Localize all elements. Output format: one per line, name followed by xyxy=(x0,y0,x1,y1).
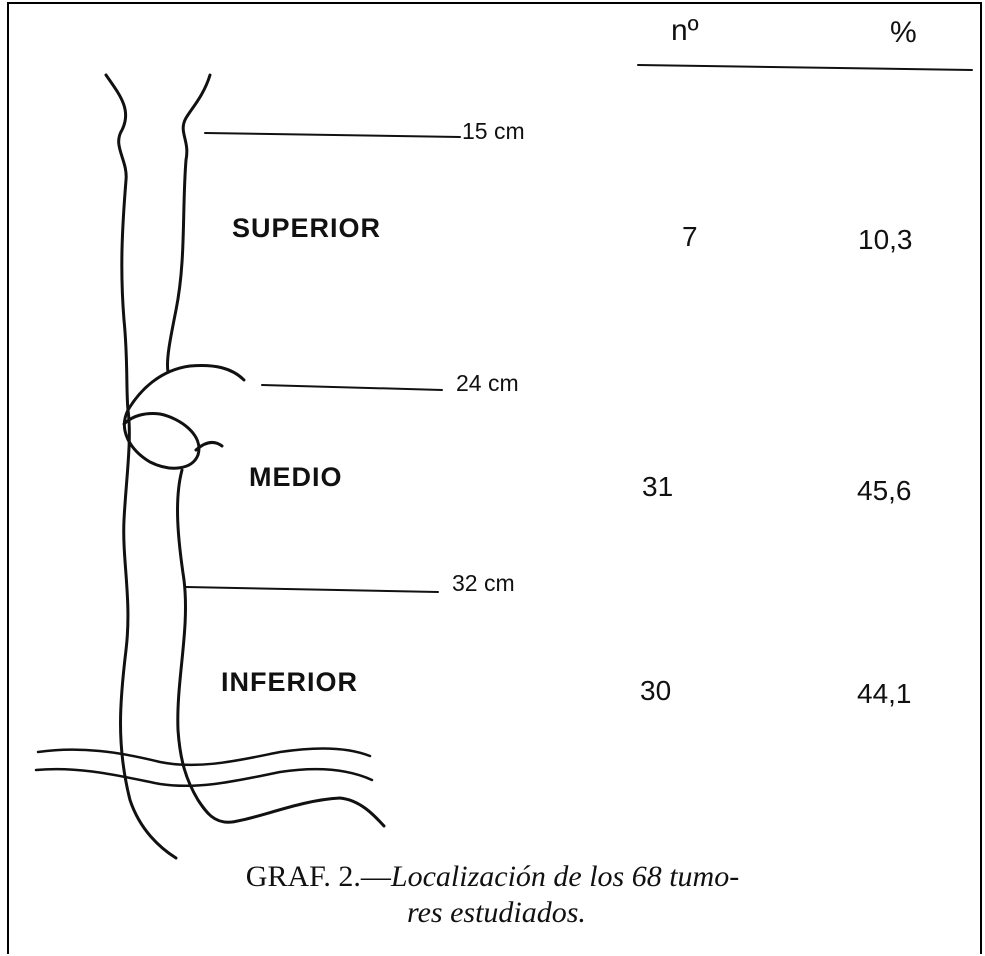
region-n-inferior: 30 xyxy=(640,675,671,707)
column-header-n: nº xyxy=(671,14,699,48)
caption-prefix: GRAF. 2.— xyxy=(246,860,391,893)
region-pct-superior: 10,3 xyxy=(858,224,913,256)
region-label-inferior: INFERIOR xyxy=(221,667,358,698)
marker-label-32: 32 cm xyxy=(452,570,515,597)
marker-line-32 xyxy=(186,587,438,592)
marker-label-15: 15 cm xyxy=(462,118,525,145)
header-rule xyxy=(638,65,972,70)
diaphragm-lower xyxy=(36,769,372,786)
diaphragm-upper xyxy=(38,749,370,765)
aortic-arch xyxy=(128,366,244,410)
bronchus-loop xyxy=(124,410,199,468)
region-n-medio: 31 xyxy=(642,471,673,503)
marker-line-24 xyxy=(262,385,442,390)
marker-line-15 xyxy=(205,133,460,137)
column-header-percent: % xyxy=(890,16,917,50)
marker-label-24: 24 cm xyxy=(456,370,519,397)
region-pct-medio: 45,6 xyxy=(857,475,912,507)
region-label-medio: MEDIO xyxy=(249,462,343,493)
region-label-superior: SUPERIOR xyxy=(232,213,381,244)
region-n-superior: 7 xyxy=(682,221,698,253)
region-pct-inferior: 44,1 xyxy=(857,678,912,710)
caption-text-1: Localización de los 68 tumo- xyxy=(391,860,739,893)
caption-text-2: res estudiados. xyxy=(407,896,586,929)
figure-caption-line-1: GRAF. 2.—Localización de los 68 tumo- xyxy=(0,860,985,894)
figure-caption-line-2: res estudiados. xyxy=(0,896,985,930)
